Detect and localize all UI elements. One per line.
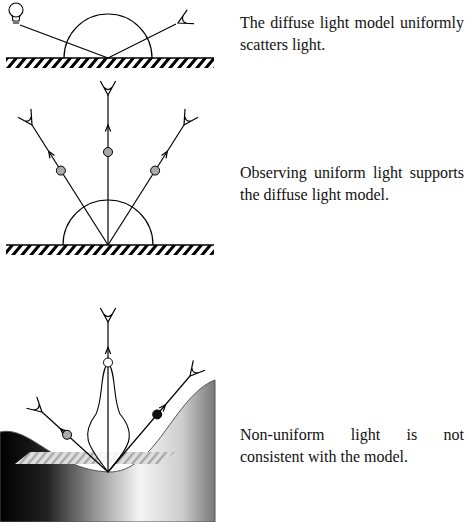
eye-symbol <box>18 109 32 125</box>
light-ray <box>107 322 108 472</box>
eye-symbol <box>26 397 42 412</box>
arrow-head <box>162 151 168 158</box>
intensity-dot <box>153 410 162 419</box>
intensity-dot <box>56 166 65 175</box>
intensity-dot <box>104 148 113 157</box>
light-ray <box>42 412 108 472</box>
ground <box>6 58 214 68</box>
reflected-ray <box>108 24 176 58</box>
arrow-head <box>105 125 110 131</box>
arrow-head <box>49 151 55 158</box>
scatter-hemisphere <box>64 14 152 58</box>
light-ray <box>32 125 108 245</box>
ground <box>6 245 214 255</box>
light-ray <box>108 376 190 472</box>
eye-symbol <box>100 308 115 322</box>
light-ray <box>108 125 184 245</box>
eye-symbol <box>190 360 205 376</box>
eye-symbol <box>184 109 198 125</box>
eye-symbol <box>100 81 115 95</box>
intensity-dot <box>63 430 72 439</box>
incident-ray <box>20 25 108 58</box>
intensity-dot <box>104 358 113 367</box>
intensity-dot <box>151 166 160 175</box>
caption-text: Observing uniform light supports the dif… <box>240 162 464 206</box>
caption-text: Non-uniform light is not consistent with… <box>240 424 464 468</box>
light-bulb <box>9 3 23 23</box>
caption-text: The diffuse light model uniformly scatte… <box>240 12 464 56</box>
arrow-head <box>105 348 110 354</box>
eye-symbol <box>178 10 194 24</box>
light-ray <box>107 95 108 245</box>
